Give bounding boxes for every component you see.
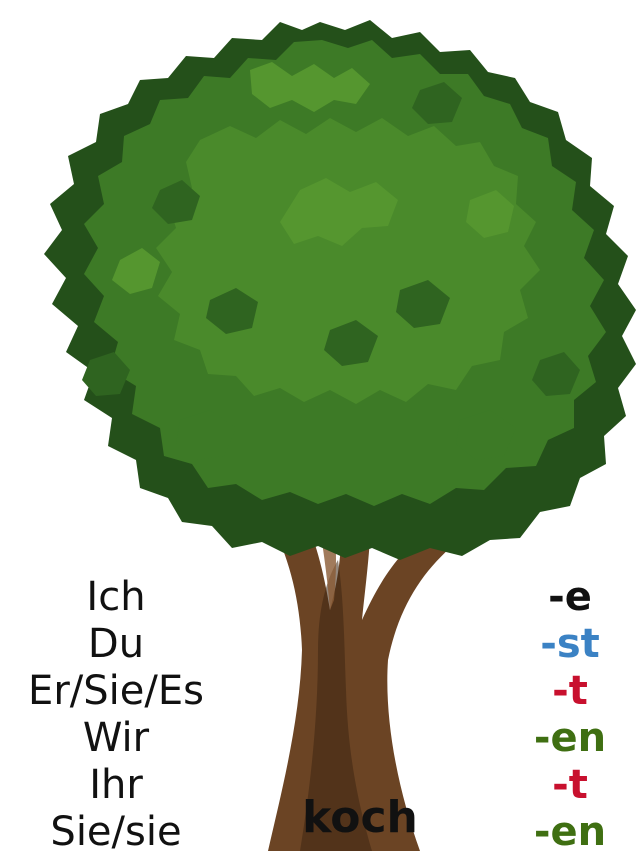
pronoun-wir: Wir: [82, 715, 150, 761]
verb-stem: koch: [302, 792, 418, 843]
pronoun-er-sie-es: Er/Sie/Es: [28, 668, 204, 714]
pronoun-ich: Ich: [86, 574, 146, 620]
ending-du: -st: [540, 621, 600, 667]
ending-ihr: -t: [552, 762, 588, 808]
pronoun-column: Ich Du Er/Sie/Es Wir Ihr Sie/sie: [0, 574, 232, 856]
ending-er-sie-es: -t: [552, 668, 588, 714]
pronoun-du: Du: [87, 621, 145, 667]
tree-crown: [44, 20, 636, 560]
ending-sie-formal: -en: [533, 809, 607, 855]
ending-wir: -en: [533, 715, 607, 761]
ending-ich: -e: [548, 574, 592, 620]
pronoun-ihr: Ihr: [89, 762, 143, 808]
pronoun-sie-formal: Sie/sie: [50, 809, 182, 855]
ending-column: -e -st -t -en -t -en: [518, 574, 622, 856]
